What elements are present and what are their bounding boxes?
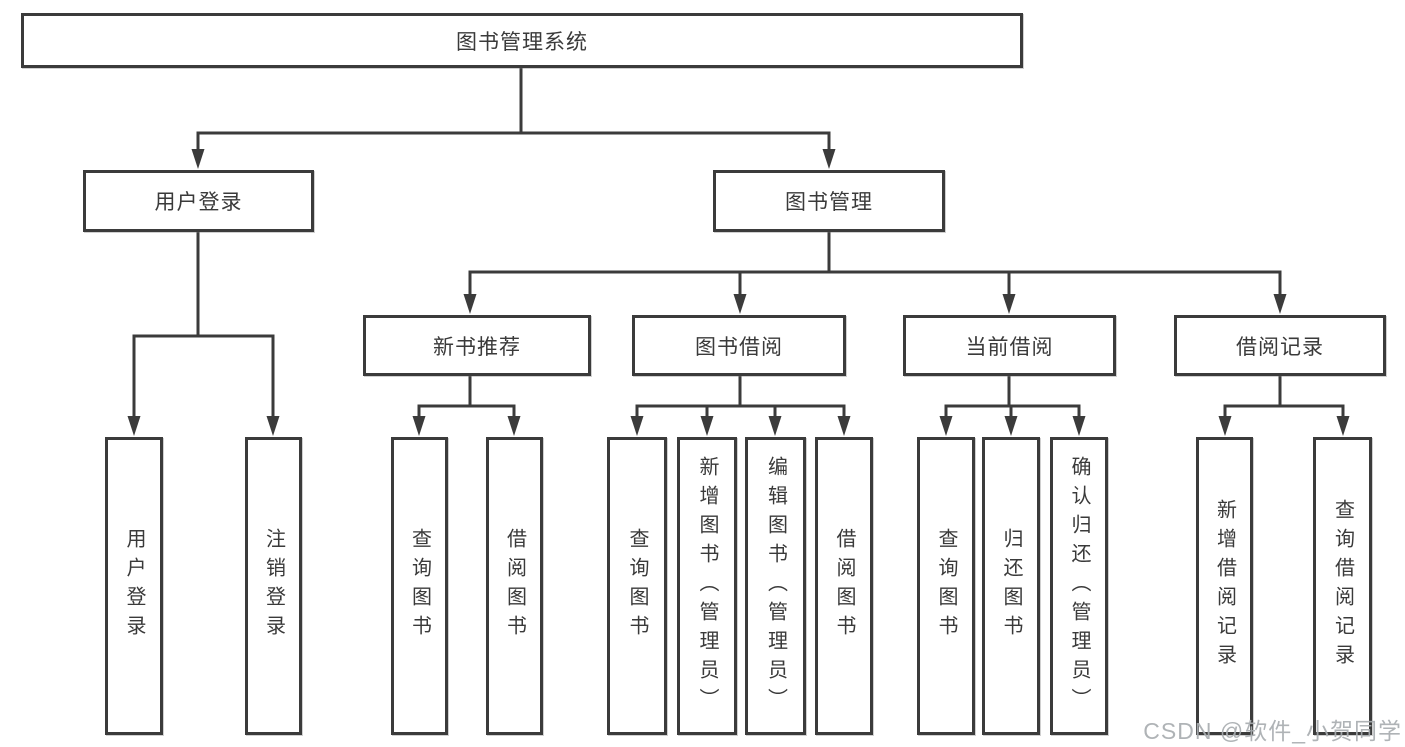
- node-leaf-search-book-rec: 查询图书: [391, 437, 448, 735]
- node-label: 归还图书: [1000, 528, 1022, 644]
- node-leaf-return-book: 归还图书: [982, 437, 1040, 735]
- node-leaf-logout: 注销登录: [245, 437, 302, 735]
- node-label: 新书推荐: [433, 335, 521, 359]
- watermark-text: CSDN @软件_小贺同学: [1143, 718, 1402, 744]
- node-label: 查询借阅记录: [1331, 499, 1354, 673]
- node-leaf-add-book: 新增图书（管理员）: [677, 437, 737, 735]
- node-label: 新增借阅记录: [1213, 499, 1236, 673]
- node-label: 借阅记录: [1236, 335, 1324, 359]
- node-label: 图书管理: [785, 191, 873, 214]
- arrowhead-icon: [1273, 294, 1287, 314]
- node-label: 借阅图书: [503, 528, 526, 644]
- node-leaf-search-borrow-record: 查询借阅记录: [1313, 437, 1372, 735]
- arrowhead-icon: [1004, 416, 1018, 436]
- arrowhead-icon: [191, 149, 205, 169]
- node-label: 编辑图书（管理员）: [764, 455, 787, 717]
- node-borrow-records: 借阅记录: [1174, 315, 1386, 376]
- node-label: 用户登录: [154, 191, 243, 214]
- arrowhead-icon: [412, 416, 426, 436]
- node-label: 查询图书: [626, 528, 648, 644]
- node-label: 图书借阅: [695, 335, 783, 359]
- arrowhead-icon: [1218, 416, 1232, 436]
- node-label: 当前借阅: [965, 335, 1054, 359]
- node-label: 查询图书: [935, 528, 957, 644]
- arrowhead-icon: [266, 416, 280, 436]
- node-current-borrow: 当前借阅: [903, 315, 1116, 376]
- node-book-mgmt: 图书管理: [713, 170, 945, 232]
- node-leaf-search-book-borrow: 查询图书: [607, 437, 667, 735]
- arrowhead-icon: [1336, 416, 1350, 436]
- arrowhead-icon: [837, 416, 851, 436]
- node-leaf-edit-book: 编辑图书（管理员）: [745, 437, 806, 735]
- arrowhead-icon: [733, 294, 747, 314]
- node-leaf-user-login: 用户登录: [105, 437, 163, 735]
- arrowhead-icon: [939, 416, 953, 436]
- node-leaf-borrow-book-rec: 借阅图书: [486, 437, 543, 735]
- node-label: 查询图书: [408, 528, 431, 644]
- arrowhead-icon: [630, 416, 644, 436]
- arrowhead-icon: [507, 416, 521, 436]
- node-leaf-search-book-current: 查询图书: [917, 437, 975, 735]
- node-label: 新增图书（管理员）: [696, 455, 718, 717]
- node-root: 图书管理系统: [21, 13, 1023, 68]
- node-label: 借阅图书: [833, 528, 855, 644]
- node-user-login: 用户登录: [83, 170, 314, 232]
- arrowhead-icon: [1002, 294, 1016, 314]
- node-book-borrow: 图书借阅: [632, 315, 846, 376]
- arrowhead-icon: [463, 294, 477, 314]
- node-leaf-borrow-book: 借阅图书: [815, 437, 873, 735]
- arrowhead-icon: [127, 416, 141, 436]
- node-label: 确认归还（管理员）: [1068, 455, 1090, 717]
- node-leaf-add-borrow-record: 新增借阅记录: [1196, 437, 1253, 735]
- node-leaf-confirm-return: 确认归还（管理员）: [1050, 437, 1108, 735]
- node-label: 用户登录: [123, 528, 145, 644]
- arrowhead-icon: [700, 416, 714, 436]
- arrowhead-icon: [1072, 416, 1086, 436]
- arrowhead-icon: [768, 416, 782, 436]
- node-label: 注销登录: [262, 528, 285, 644]
- node-new-book-rec: 新书推荐: [363, 315, 591, 376]
- arrowhead-icon: [822, 149, 836, 169]
- node-label: 图书管理系统: [456, 30, 588, 54]
